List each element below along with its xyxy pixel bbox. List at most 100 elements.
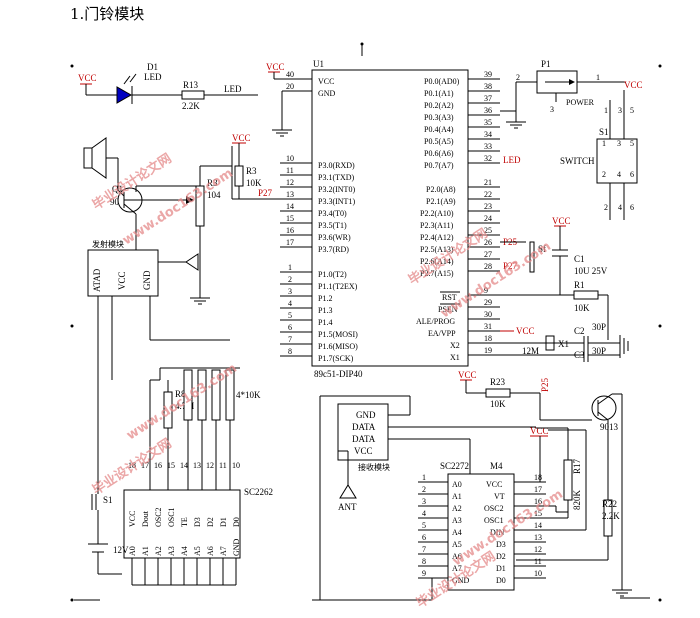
mcu-right-pin-label: P2.6(A14) [420, 257, 454, 266]
c1-ref: C1 [574, 254, 585, 264]
mcu-right-pin-label: P0.0(AD0) [424, 77, 460, 86]
resistor-network: R8 4.7M 4*10K [149, 367, 261, 490]
mcu-left-pin-num: 16 [286, 226, 294, 235]
decoder-right-label: OSC2 [484, 504, 504, 513]
mcu-left-pin-label: GND [318, 89, 336, 98]
decoder-right-num: 13 [534, 533, 542, 542]
mcu-right-pin-label: P2.2(A10) [420, 209, 454, 218]
decoder-ref: M4 [490, 461, 503, 471]
mcu-right-pin-label: RST [442, 293, 457, 302]
mcu-left-pin-label: P3.3(INT1) [318, 197, 355, 206]
r3a-ref: R3 [246, 166, 257, 176]
tx-pin-atad: ATAD [92, 268, 102, 292]
mcu-left-pin-num: 7 [288, 335, 292, 344]
ant-label: ANT [338, 502, 357, 512]
mcu-right-pin-num: 39 [484, 70, 492, 79]
mcu-right-pin-num: 25 [484, 226, 492, 235]
decoder-left-num: 2 [422, 485, 426, 494]
r13-value: 2.2K [182, 101, 200, 111]
vcc-label-led: VCC [78, 73, 97, 83]
decoder-left-label: A7 [452, 564, 462, 573]
mcu-right-pin-num: 24 [484, 214, 492, 223]
mcu-right-pin-num: 33 [484, 142, 492, 151]
mcu-left-pin-label: P1.3 [318, 306, 332, 315]
mcu-left-pin-num: 20 [286, 82, 294, 91]
svg-text:1: 1 [604, 106, 608, 115]
mcu-right-pin-label: X2 [450, 341, 460, 350]
mcu-right-pin-num: 9 [484, 286, 488, 295]
led-circuit: VCC D1 LED R13 2.2K LED [78, 62, 258, 111]
svg-text:5: 5 [630, 139, 634, 148]
d1-ref: D1 [147, 62, 158, 72]
encoder-top-pin: D2 [206, 517, 215, 527]
mcu-left-pin-num: 4 [288, 299, 292, 308]
mcu-right-pin-num: 34 [484, 130, 492, 139]
mcu-right-pin-label: P2.1(A9) [426, 197, 456, 206]
vcc-label-ea: VCC [516, 326, 535, 336]
page-title: 1.门铃模块 [70, 5, 144, 23]
mcu-left-pin-label: P1.5(MOSI) [318, 330, 358, 339]
antenna-icon [185, 253, 199, 271]
vcc-label-r23: VCC [458, 370, 477, 380]
encoder-bottom-pin: A6 [206, 546, 215, 556]
mcu-right-pin-label: P2.3(A11) [420, 221, 454, 230]
mcu-right-pin-num: 35 [484, 118, 492, 127]
switch-body [596, 138, 638, 184]
decoder-right-num: 18 [534, 473, 542, 482]
mcu-right-pin-num: 21 [484, 178, 492, 187]
r17-value: 820K [572, 490, 582, 511]
decoder-right-num: 17 [534, 485, 542, 494]
decoder-left-num: 5 [422, 521, 426, 530]
mcu-right-pin-num: 37 [484, 94, 492, 103]
q2-value: 9013 [600, 422, 619, 432]
power-switch: S1 SWITCH 1 3 5 2 4 6 1 3 5 2 4 6 [560, 90, 638, 220]
mcu-left-pin-num: 5 [288, 311, 292, 320]
encoder-top-num: 11 [219, 461, 227, 470]
encoder-top-pin: D3 [193, 517, 202, 527]
decoder-right-label: DIN [490, 528, 504, 537]
svg-text:2: 2 [516, 73, 520, 82]
decoder-left-label: A0 [452, 480, 462, 489]
svg-text:4: 4 [618, 203, 622, 212]
speaker-icon [83, 147, 93, 169]
encoder-bottom-pin: A5 [193, 546, 202, 556]
mcu-right-pin-label: P0.7(A7) [424, 161, 454, 170]
encoder-bottom-pin: A3 [167, 546, 176, 556]
mcu-left-pin-label: P1.6(MISO) [318, 342, 358, 351]
r22-value: 2.2K [602, 511, 620, 521]
r3b-ref: R3 [207, 178, 218, 188]
mcu-right-pin-num: 19 [484, 346, 492, 355]
rx-module-title: 接收模块 [358, 462, 390, 472]
r23-resistor [485, 388, 511, 398]
r3-10k-resistor [234, 165, 244, 187]
decoder-left-label: A6 [452, 552, 462, 561]
decoder-right-num: 14 [534, 521, 542, 530]
mcu-left-pin-num: 3 [288, 287, 292, 296]
decoder-left-num: 4 [422, 509, 426, 518]
encoder-top-num: 12 [206, 461, 214, 470]
svg-text:3: 3 [618, 106, 622, 115]
encoder-top-pin: OSC1 [167, 507, 176, 527]
rx-pin-data-2: DATA [352, 434, 376, 444]
decoder-left-label: A3 [452, 516, 462, 525]
decoder-right-num: 12 [534, 545, 542, 554]
svg-text:5: 5 [630, 106, 634, 115]
decoder-right-num: 10 [534, 569, 542, 578]
mcu-right-pin-num: 23 [484, 202, 492, 211]
encoder-bottom-pin: A1 [141, 546, 150, 556]
mcu-left-pin-num: 15 [286, 214, 294, 223]
p1-value: POWER [566, 98, 595, 107]
encoder-top-pin: D1 [219, 517, 228, 527]
r23-value: 10K [490, 399, 506, 409]
encoder-sc2262: SC2262 18 17 16 15 14 13 12 11 10 VCC Do… [123, 461, 273, 585]
led-net-left: LED [224, 84, 242, 94]
decoder-right-label: D3 [496, 540, 506, 549]
r13-resistor [181, 90, 205, 100]
decoder-sc2272: SC2272 M4 1 A0 2 A1 3 A2 4 A3 5 A4 6 A5 … [312, 426, 587, 601]
mcu-left-pin-num: 6 [288, 323, 292, 332]
decoder-left-label: A5 [452, 540, 462, 549]
mcu-left-pin-label: P1.1(T2EX) [318, 282, 358, 291]
mcu-left-pin-num: 14 [286, 202, 294, 211]
svg-text:2: 2 [604, 203, 608, 212]
